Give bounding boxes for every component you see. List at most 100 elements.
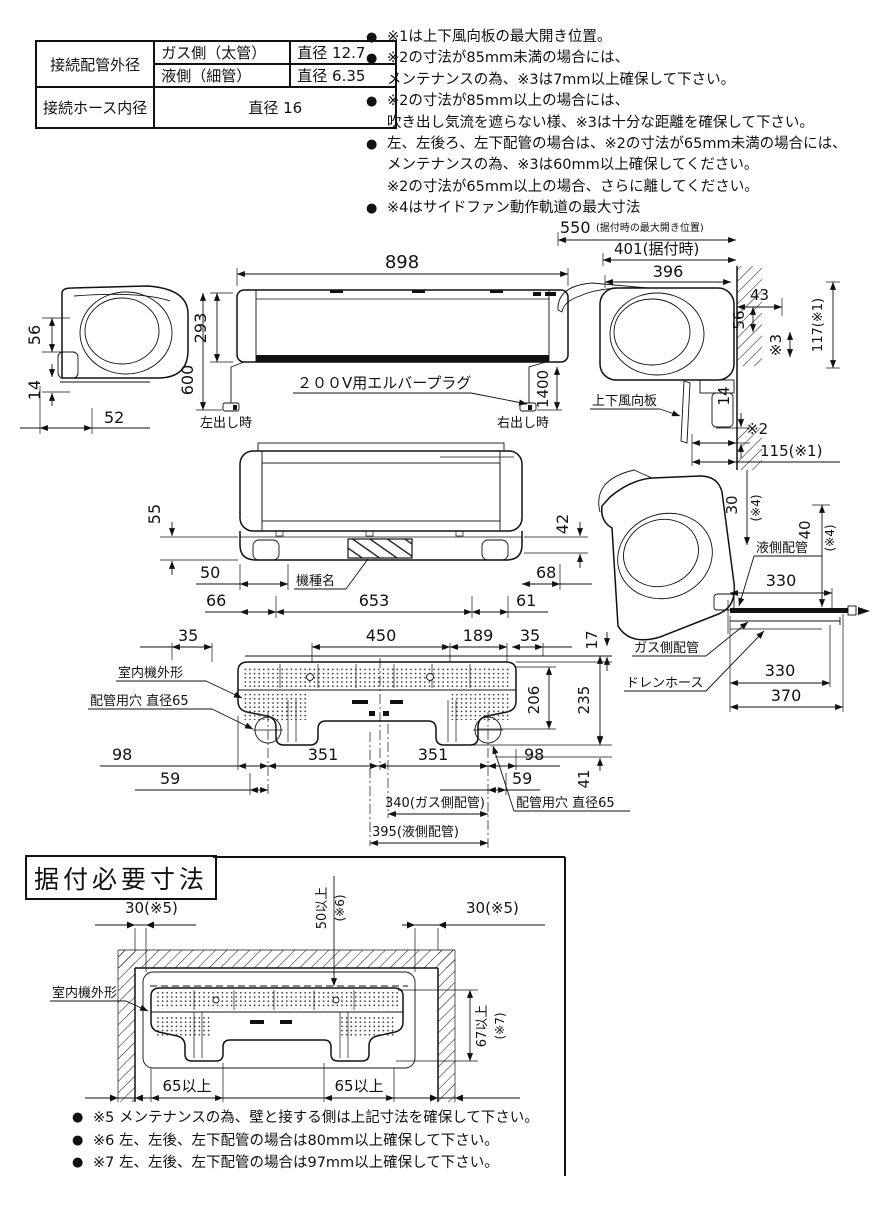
front-view: 898 293 600 左出し時 右出し時 1400 bbox=[178, 252, 569, 431]
dim-50-min: 50以上 bbox=[315, 887, 330, 930]
dim-1400: 1400 bbox=[534, 370, 552, 408]
unit-base bbox=[239, 531, 523, 561]
notes-bottom: ●※5 メンテナンスの為、壁と接する側は上記寸法を確保して下さい。 ●※6 左、… bbox=[72, 1107, 552, 1175]
model-name-plate bbox=[347, 538, 413, 559]
dim-396: 396 bbox=[653, 262, 684, 281]
bullet-icon: ● bbox=[366, 94, 378, 110]
bottom-view: 55 42 50 68 66 653 61 機種名 bbox=[145, 442, 592, 618]
label-model-name: 機種名 bbox=[296, 573, 335, 589]
dim-653: 653 bbox=[359, 591, 390, 610]
dim-68: 68 bbox=[536, 563, 556, 582]
dim-351-b: 351 bbox=[418, 745, 449, 764]
open-panel bbox=[557, 282, 649, 313]
dim-330-b: 330 bbox=[765, 661, 796, 680]
pipe-spec-table: 接続配管外径 ガス側（太管） 直径 12.7 液側（細管） 直径 6.35 接続… bbox=[34, 40, 398, 129]
label-flap: 上下風向板 bbox=[592, 393, 657, 409]
note-text: ※6 左、左後、左下配管の場合は80mm以上確保して下さい。 bbox=[93, 1132, 499, 1149]
dim-40-note: (※4) bbox=[823, 524, 837, 551]
left-side-view: 56 14 52 bbox=[20, 285, 189, 434]
bullet-icon: ● bbox=[72, 1132, 84, 1148]
section-title: 据付必要寸法 bbox=[25, 855, 217, 900]
dim-98-left: 98 bbox=[112, 745, 132, 764]
dim-17: 17 bbox=[583, 630, 601, 649]
dim-370: 370 bbox=[771, 686, 802, 705]
note-line: ● ※2の寸法が85mm未満の場合には、 bbox=[366, 48, 894, 69]
label-left-exit: 左出し時 bbox=[200, 416, 252, 431]
dim-42: 42 bbox=[553, 514, 572, 534]
dim-52: 52 bbox=[104, 408, 124, 427]
installed-side-view: 550 (据付時の最大開き位置) 401(据付時) 396 43 56 ※3 1… bbox=[557, 218, 840, 470]
bullet-icon: ● bbox=[366, 137, 378, 153]
dim-98-right: 98 bbox=[524, 745, 544, 764]
dim-59-left: 59 bbox=[160, 769, 180, 788]
notes-top: ●※1は上下風向板の最大開き位置。 ●※2の寸法が85mm未満の場合には、 メン… bbox=[366, 27, 894, 220]
note-line: ●左、左後ろ、左下配管の場合は、※2の寸法が65mm未満の場合には、 bbox=[366, 134, 894, 155]
dim-30-left: 30(※5) bbox=[125, 899, 178, 917]
clearance-outline bbox=[142, 971, 416, 1069]
note-text: ※7 左、左後、左下配管の場合は97mm以上確保して下さい。 bbox=[93, 1155, 499, 1171]
dim-30: 30 bbox=[723, 495, 741, 514]
unit-side-outline bbox=[599, 287, 735, 381]
dim-450: 450 bbox=[366, 626, 397, 645]
dim-293: 293 bbox=[191, 313, 210, 344]
spec-liquid-label: 液側（細管） bbox=[153, 63, 292, 88]
dim-note2: ※2 bbox=[746, 420, 768, 438]
dim-67-note: (※7) bbox=[493, 1012, 507, 1039]
dim-65-left: 65以上 bbox=[162, 1077, 211, 1095]
dim-189: 189 bbox=[463, 626, 494, 645]
bullet-icon: ● bbox=[366, 30, 378, 45]
dim-206: 206 bbox=[525, 686, 543, 715]
dim-65-right: 65以上 bbox=[334, 1077, 383, 1095]
note-line: ● ※6 左、左後、左下配管の場合は80mm以上確保して下さい。 bbox=[72, 1130, 552, 1153]
label-right-exit: 右出し時 bbox=[497, 416, 549, 431]
dim-56: 56 bbox=[730, 310, 748, 329]
note-text: メンテナンスの為、※3は60mm以上確保してください。 bbox=[387, 157, 759, 174]
dim-401: 401(据付時) bbox=[614, 240, 699, 258]
spec-row-header: 接続配管外径 bbox=[34, 40, 156, 88]
dim-59-right: 59 bbox=[512, 769, 532, 788]
note-line: メンテナンスの為、※3は60mm以上確保してください。 bbox=[366, 155, 894, 176]
note-text: ※4はサイドファン動作軌道の最大寸法 bbox=[387, 200, 641, 217]
airflow-flap bbox=[680, 380, 691, 444]
dim-56: 56 bbox=[25, 325, 44, 345]
bullet-icon: ● bbox=[366, 51, 378, 67]
dim-550-note: (据付時の最大開き位置) bbox=[596, 221, 704, 234]
dim-340-gas: 340(ガス側配管) bbox=[385, 796, 485, 811]
dim-30-note: (※4) bbox=[749, 494, 763, 521]
label-pipe-hole-right: 配管用穴 直径65 bbox=[516, 796, 615, 811]
spec-liquid-value: 直径 6.35 bbox=[289, 63, 398, 88]
liquid-pipe bbox=[730, 608, 848, 613]
label-gas-pipe: ガス側配管 bbox=[634, 641, 699, 656]
note-line: メンテナンスの為、※3は7mm以上確保して下さい。 bbox=[366, 70, 894, 91]
dim-115: 115(※1) bbox=[760, 442, 822, 460]
note-text: ※2の寸法が65mm以上の場合、さらに離してください。 bbox=[387, 178, 759, 195]
dim-550: 550 bbox=[560, 218, 591, 237]
dim-55: 55 bbox=[145, 504, 164, 524]
note-text: 吹き出し気流を遮らない様、※3は十分な距離を確保して下さい。 bbox=[387, 114, 814, 131]
dim-50: 50 bbox=[200, 563, 220, 582]
note-line: ● ※4はサイドファン動作軌道の最大寸法 bbox=[366, 198, 894, 219]
unit-front-outline bbox=[236, 289, 569, 363]
dim-note3: ※3 bbox=[767, 334, 785, 356]
bullet-icon: ● bbox=[366, 201, 378, 217]
dim-43: 43 bbox=[750, 286, 769, 304]
dim-41: 41 bbox=[575, 769, 593, 788]
label-unit-outline: 室内機外形 bbox=[52, 985, 117, 1001]
dim-117: 117(※1) bbox=[811, 298, 826, 352]
dim-66: 66 bbox=[206, 591, 226, 610]
bullet-icon: ● bbox=[72, 1110, 84, 1125]
mounting-plate-view: 35 450 189 35 17 206 235 41 bbox=[88, 626, 630, 848]
dim-35-right: 35 bbox=[520, 626, 540, 645]
dim-67-min: 67以上 bbox=[475, 1005, 490, 1048]
dim-351-a: 351 bbox=[308, 745, 339, 764]
unit-side-outline bbox=[61, 285, 189, 379]
dim-14: 14 bbox=[25, 380, 44, 400]
dim-395-liquid: 395(液側配管) bbox=[372, 825, 459, 840]
spec-hose-header: 接続ホース内径 bbox=[34, 86, 156, 129]
note-text: ※2の寸法が85mm未満の場合には、 bbox=[387, 50, 630, 67]
note-line: 吹き出し気流を遮らない様、※3は十分な距離を確保して下さい。 bbox=[366, 113, 894, 134]
dim-35-left: 35 bbox=[178, 626, 198, 645]
note-text: ※2の寸法が85mm以上の場合には、 bbox=[387, 93, 630, 110]
pipe-side-view: 30 (※4) 40 (※4) 液側配管 330 ガス側配管 ドレンホース 33… bbox=[598, 469, 870, 712]
